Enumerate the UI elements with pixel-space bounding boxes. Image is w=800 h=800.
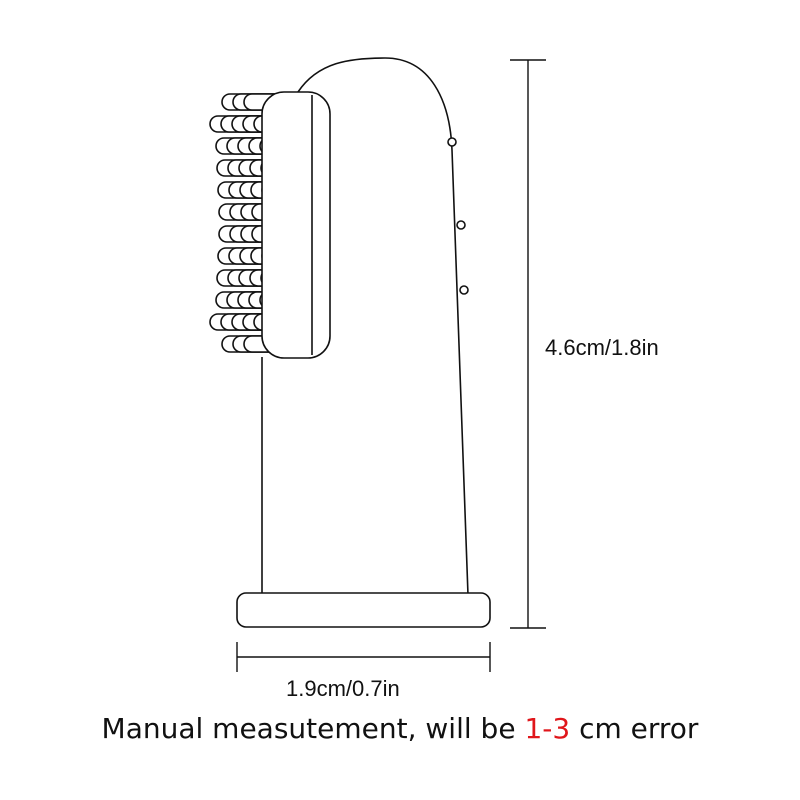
nub xyxy=(447,137,457,147)
note-error-range: 1-3 xyxy=(524,712,571,745)
measurement-note: Manual measutement, will be 1-3 cm error xyxy=(0,712,800,745)
brush-head xyxy=(261,91,331,359)
note-suffix: cm error xyxy=(570,712,699,745)
nub xyxy=(459,285,469,295)
base-ring xyxy=(236,592,491,628)
width-label: 1.9cm/0.7in xyxy=(286,676,400,701)
nub xyxy=(456,220,466,230)
height-label: 4.6cm/1.8in xyxy=(545,335,659,360)
finger-sleeve-outline xyxy=(261,57,469,596)
note-prefix: Manual measutement, will be xyxy=(101,712,525,745)
